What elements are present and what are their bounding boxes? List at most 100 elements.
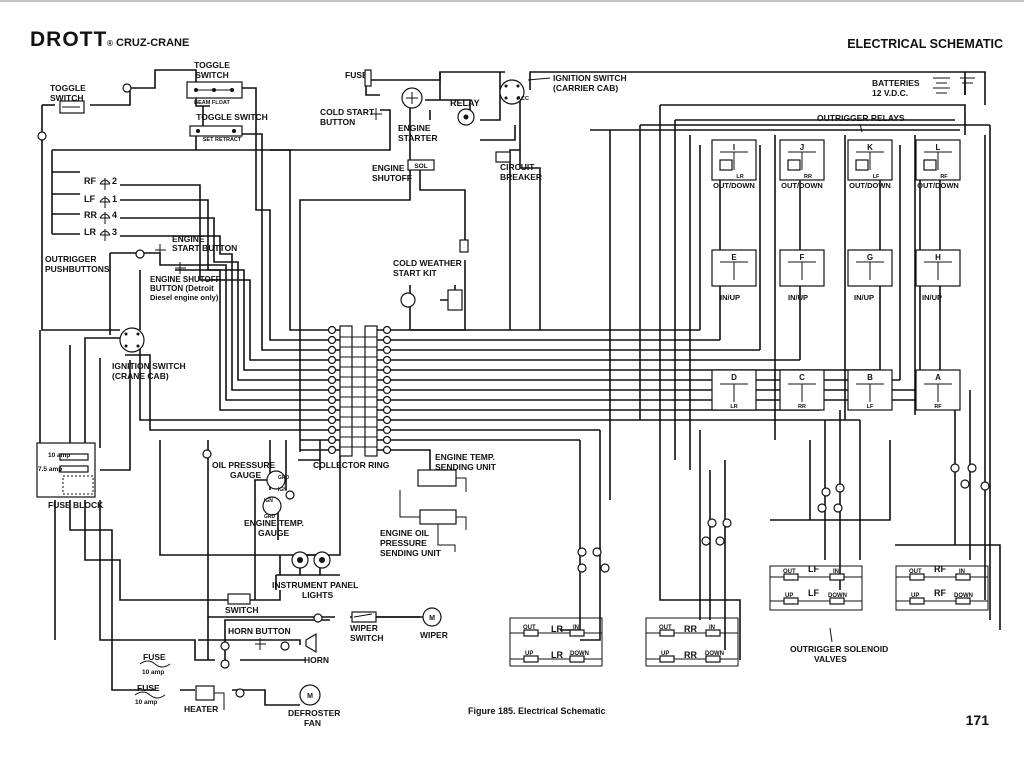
instrument-panel-lights <box>275 551 340 590</box>
temp-gauge-ign: IGN <box>264 498 273 504</box>
valve-lf-name-2: LF <box>808 588 819 598</box>
engine-temp-ground <box>456 477 467 492</box>
valve-lr-down: DOWN <box>570 651 589 657</box>
page-number: 171 <box>966 712 990 728</box>
acc-label: ACC <box>517 96 529 102</box>
engine-shutoff-button-symbol <box>175 262 186 274</box>
relay-top-3 <box>915 139 961 181</box>
cold-weather-kit-label-1: COLD WEATHER <box>393 258 462 268</box>
valve-lr-in: IN <box>573 625 579 631</box>
left-wire-markers <box>37 83 323 698</box>
valve-rr-out: OUT <box>659 625 672 631</box>
valve-rr <box>645 617 739 667</box>
relay-bot-3-sub: RF <box>934 404 942 410</box>
cold-weather-kit-label-2: START KIT <box>393 268 438 278</box>
switch-label: SWITCH <box>225 605 259 615</box>
relay-top-0-sub: LR <box>736 174 743 180</box>
valve-lr-name-1: LR <box>551 624 563 634</box>
relays-top-row: I J K L LR RR LF RF OUT/DOWN OUT/DOWN OU… <box>711 139 961 190</box>
wiper-switch-label-2: SWITCH <box>350 633 384 643</box>
engine-oil-sending-label-3: SENDING UNIT <box>380 548 442 558</box>
fuse-top-label: FUSE <box>345 70 368 80</box>
engine-temp-sending-unit <box>417 469 457 487</box>
fuse-lower-symbol-2 <box>134 691 166 699</box>
relay-top-1-mode: OUT/DOWN <box>781 181 823 190</box>
cold-start-button-symbol <box>370 108 382 120</box>
oil-gauge-grd: GRD <box>278 475 290 481</box>
relay-mid-0-mode: IN/UP <box>720 293 740 302</box>
engine-temp-sending-label-2: SENDING UNIT <box>435 462 497 472</box>
wiper-switch-label-1: WIPER <box>350 623 378 633</box>
fuse-lower-label-1: FUSE <box>143 652 166 662</box>
pushbutton-num-3: 3 <box>112 227 117 237</box>
fuse-lower-symbol-1 <box>139 660 171 668</box>
relay <box>457 108 475 126</box>
page-title: ELECTRICAL SCHEMATIC <box>847 37 1003 51</box>
ignition-crane-label-2: (CRANE CAB) <box>112 371 169 381</box>
horn-button-label: HORN BUTTON <box>228 626 291 636</box>
svg-text:M: M <box>307 693 313 700</box>
relay-mid-2-mode: IN/UP <box>854 293 874 302</box>
wiper-motor: M <box>422 607 442 627</box>
relay-top-0 <box>711 139 757 181</box>
solenoid-valves-label-2: VALVES <box>814 654 847 664</box>
oil-pressure-gauge <box>266 470 286 490</box>
engine-shutoff-label-1: ENGINE <box>372 163 405 173</box>
relay-mid-3-mode: IN/UP <box>922 293 942 302</box>
beam-float-label: BEAM FLOAT <box>194 100 230 106</box>
collector-ring <box>339 325 378 457</box>
toggle-switch-top-label-2: SWITCH <box>195 70 229 80</box>
solenoid-valves-pointer <box>829 627 833 643</box>
valve-rr-name-2: RR <box>684 650 697 660</box>
ignition-carrier-label-2: (CARRIER CAB) <box>553 83 618 93</box>
oil-pressure-gauge-label-1: OIL PRESSURE <box>212 460 275 470</box>
solenoid-valves-label-1: OUTRIGGER SOLENOID <box>790 644 888 654</box>
relay-mid-3-letter: H <box>935 253 941 262</box>
valve-lf-in: IN <box>833 569 839 575</box>
relay-top-0-mode: OUT/DOWN <box>713 181 755 190</box>
relay-top-2-mode: OUT/DOWN <box>849 181 891 190</box>
engine-oil-sending-label-1: ENGINE OIL <box>380 528 429 538</box>
ignition-carrier-label-1: IGNITION SWITCH <box>553 73 627 83</box>
ignition-crane-label-1: IGNITION SWITCH <box>112 361 186 371</box>
model-name: CRUZ-CRANE <box>116 37 189 49</box>
pushbutton-num-1: 1 <box>112 194 117 204</box>
valve-lr <box>509 617 603 667</box>
cold-start-label-2: BUTTON <box>320 117 355 127</box>
collector-ring-wires <box>299 329 940 476</box>
fuse-block-10amp: 10 amp <box>48 452 70 459</box>
engine-temp-gauge <box>262 496 282 516</box>
valve-rf-in: IN <box>959 569 965 575</box>
relay-top-0-letter: I <box>733 143 735 152</box>
defroster-fan-label-1: DEFROSTER <box>288 708 340 718</box>
defroster-fan: M <box>299 684 321 706</box>
cold-weather-kit <box>400 239 469 311</box>
valve-rr-name-1: RR <box>684 624 697 634</box>
engine-start-button-label-1: ENGINE <box>172 234 205 244</box>
relay-bot-0-letter: D <box>731 373 737 382</box>
outrigger-pushbuttons: RF LF RR LR 2 1 4 3 <box>84 176 117 241</box>
fuse-lower-amp-2: 10 amp <box>135 699 157 706</box>
fuse-top-symbol <box>364 69 372 87</box>
instrument-panel-lights-label-2: LIGHTS <box>302 590 333 600</box>
engine-shutoff-button-label-2: BUTTON (Detroit <box>150 284 214 293</box>
fuse-block-label: FUSE BLOCK <box>48 500 104 510</box>
engine-shutoff-solenoid <box>407 159 435 171</box>
battery-symbol <box>933 77 975 94</box>
horn <box>305 632 317 654</box>
relay-bank-wiring <box>560 104 1001 660</box>
batteries-label-1: BATTERIES <box>872 78 920 88</box>
relay-top-1-sub: RR <box>804 174 812 180</box>
circuit-breaker-label-2: BREAKER <box>500 172 542 182</box>
figure-caption: Figure 185. Electrical Schematic <box>468 706 606 716</box>
relay-top-2-sub: LF <box>873 174 880 180</box>
engine-start-button-symbol <box>155 244 166 255</box>
valve-rf <box>895 565 989 611</box>
relay-mid-1-mode: IN/UP <box>788 293 808 302</box>
valve-rf-name-2: RF <box>934 588 946 598</box>
toggle-switch-top <box>186 81 243 99</box>
relays-mid-row: E F G H IN/UP IN/UP IN/UP IN/UP <box>711 249 961 302</box>
right-wire-markers <box>577 463 990 573</box>
toggle-switch-left-label-2: SWITCH <box>50 93 84 103</box>
brand-logo: DROTT <box>30 28 107 51</box>
